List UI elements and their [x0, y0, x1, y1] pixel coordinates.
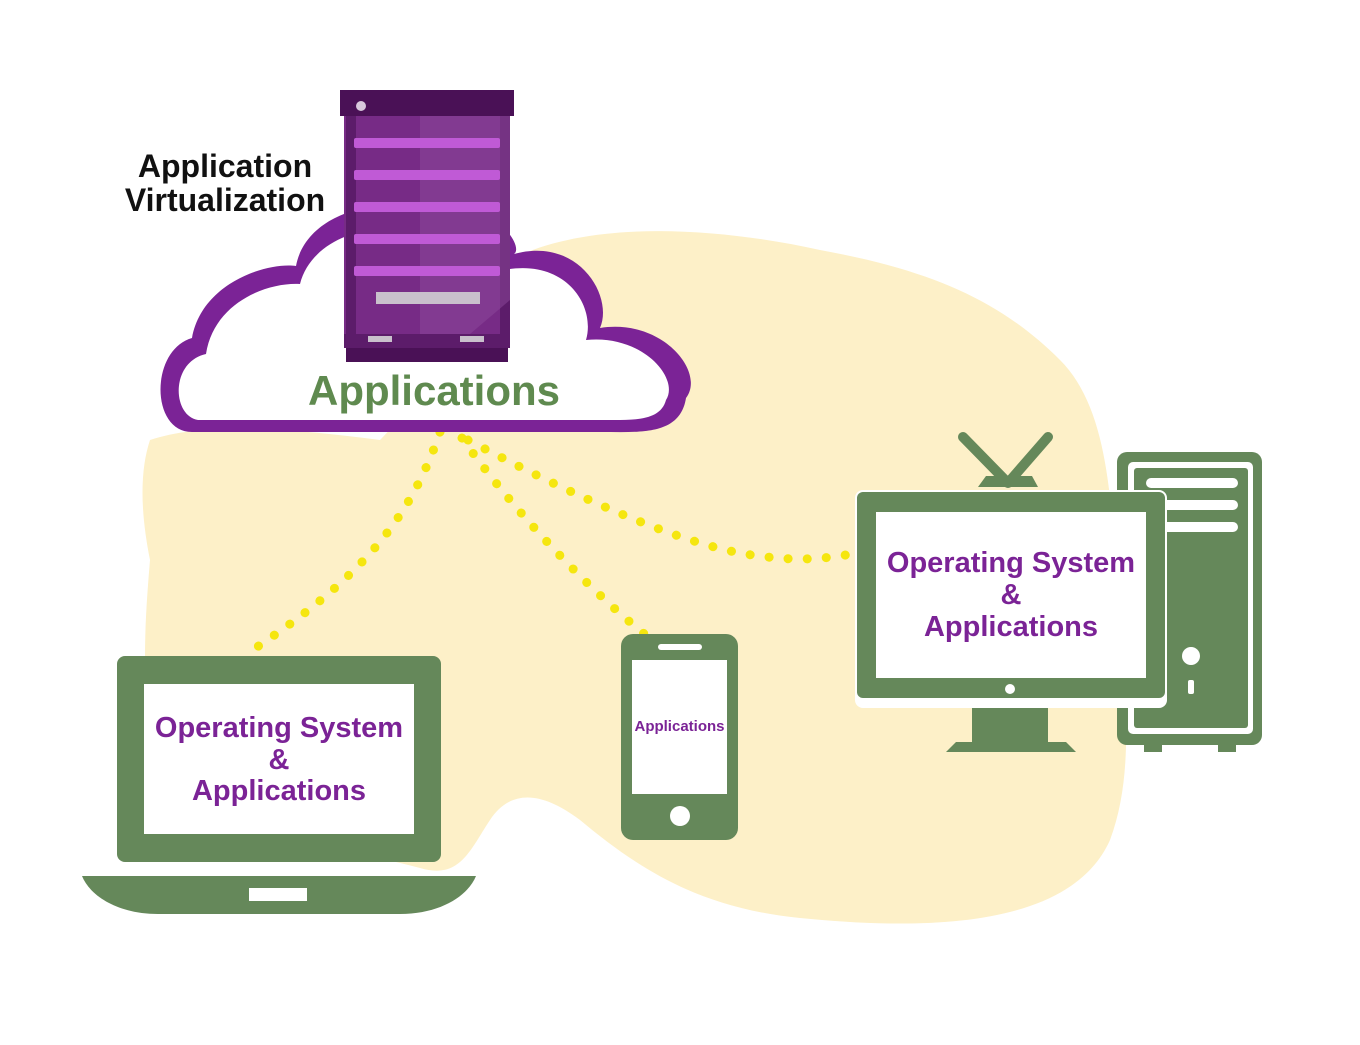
- desktop-screen-line-3: Applications: [923, 611, 1098, 643]
- phone-screen-label: Applications: [634, 718, 725, 735]
- desktop-monitor-icon: [855, 432, 1167, 752]
- connector-to-phone: [457, 433, 657, 645]
- laptop-screen-line-3: Applications: [191, 775, 366, 807]
- laptop-screen-line-1: Operating System: [154, 712, 404, 744]
- diagram-title-line-2: Virtualization: [124, 182, 326, 218]
- connector-lines: [240, 427, 865, 660]
- diagram-title-line-1: Application: [137, 148, 313, 184]
- desktop-screen-line-1: Operating System: [886, 547, 1136, 579]
- laptop-screen-line-2: &: [268, 744, 290, 776]
- connector-to-desktop: [463, 435, 865, 564]
- laptop-icon: [82, 656, 476, 914]
- desktop-screen-line-2: &: [1000, 579, 1022, 611]
- cloud-applications-label: Applications: [307, 367, 561, 414]
- server-icon: [340, 90, 514, 362]
- smartphone-icon: [621, 634, 738, 840]
- connector-to-laptop: [240, 427, 445, 660]
